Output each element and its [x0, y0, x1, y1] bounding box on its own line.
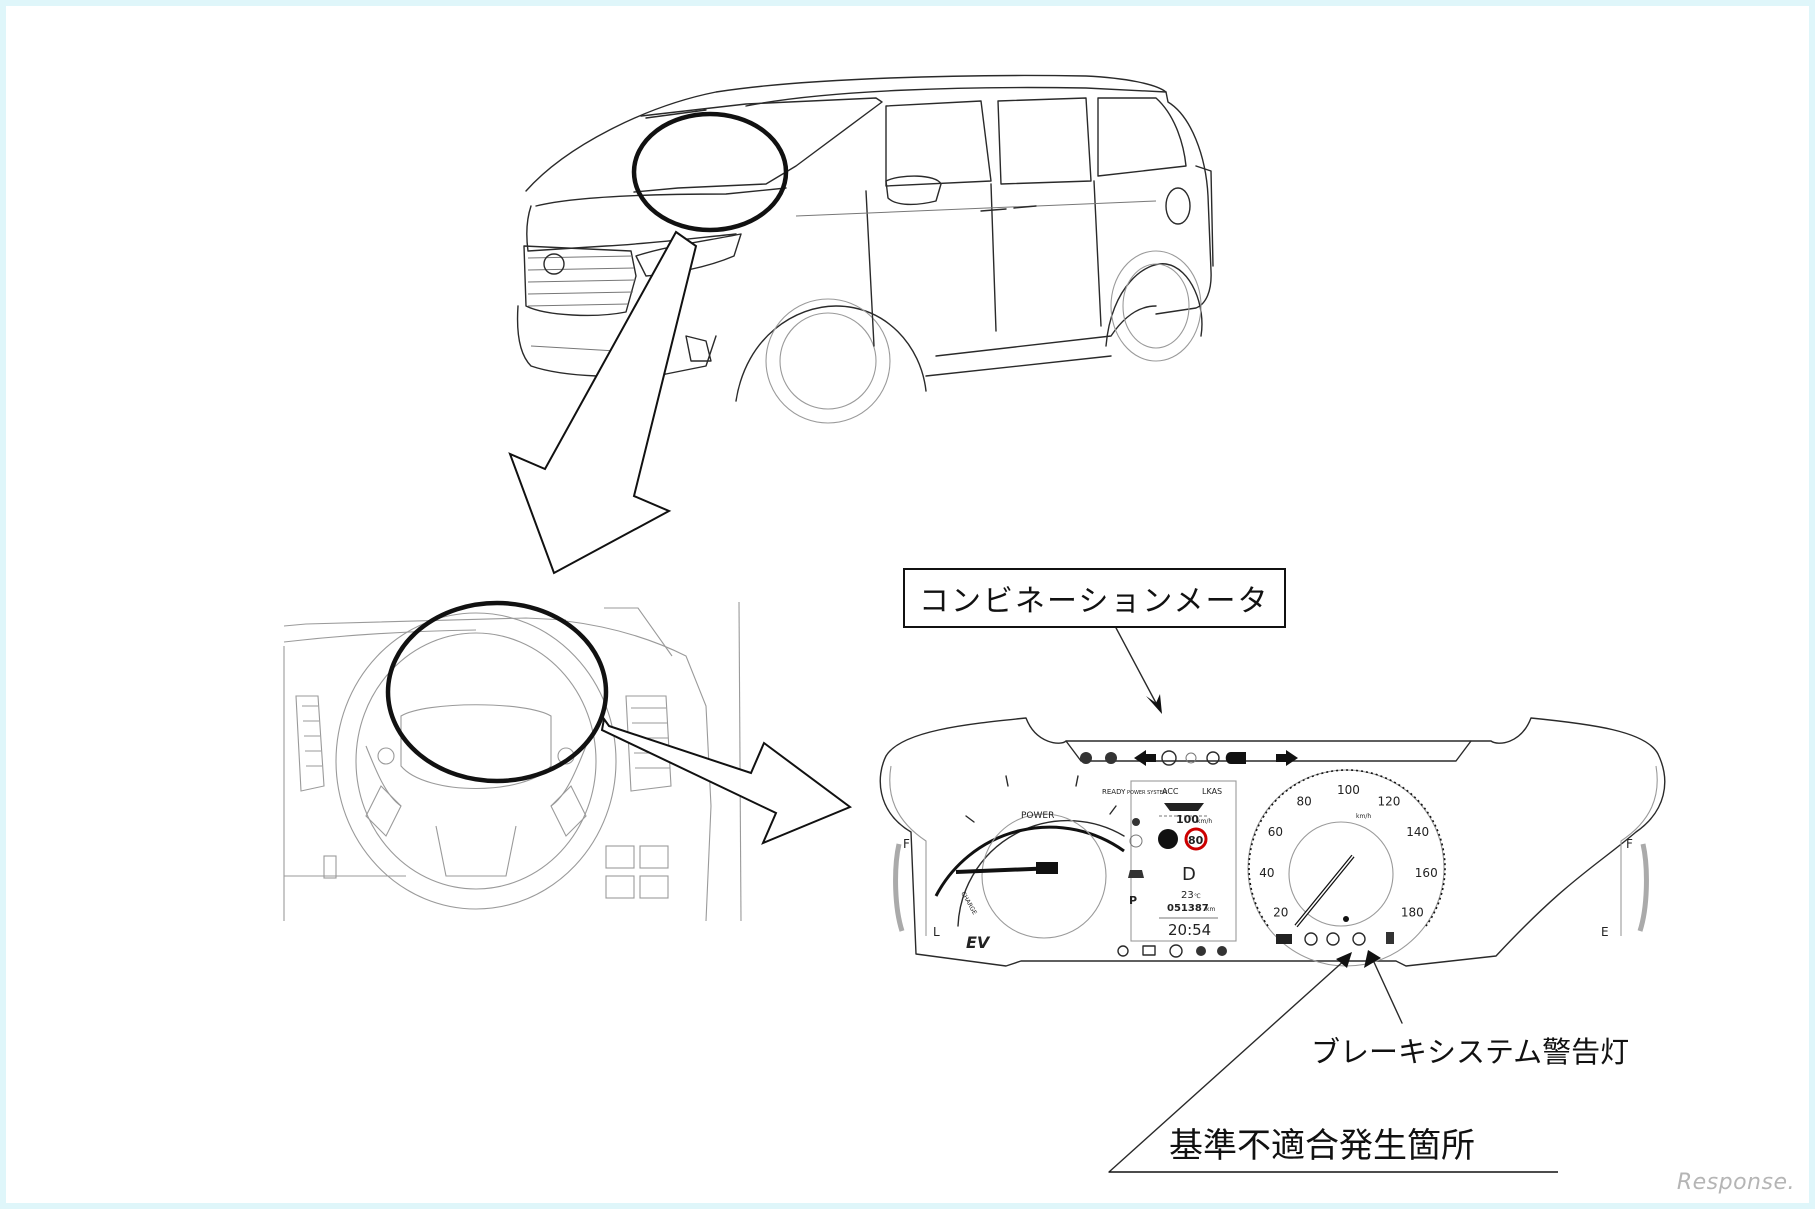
speed-tick-140: 140 — [1406, 825, 1429, 839]
gear-indicator: D — [1182, 864, 1196, 885]
speedo-unit: km/h — [1356, 813, 1371, 820]
nonconformity-location-label: 基準不適合発生箇所 — [1169, 1126, 1475, 1166]
speed-tick-120: 120 — [1378, 794, 1401, 808]
speed-tick-80: 80 — [1297, 794, 1312, 808]
speed-tick-180: 180 — [1401, 906, 1424, 920]
power-label: POWER — [1021, 811, 1054, 821]
odometer-unit: km — [1206, 906, 1215, 913]
vehicle-callout-circle — [631, 111, 789, 233]
set-speed-unit: km/h — [1197, 818, 1212, 825]
acc-indicator: ACC — [1162, 787, 1179, 796]
ev-label: EV — [966, 933, 991, 952]
speed-tick-40: 40 — [1259, 866, 1274, 880]
clock: 20:54 — [1168, 921, 1211, 939]
speed-limit-sign: 80 — [1188, 834, 1204, 847]
multi-info-display: READY POWER SYSTEM ACC LKAS 100 km/h 80 … — [1102, 780, 1237, 942]
top-indicator-icons — [1080, 750, 1298, 766]
speed-tick-100: 100 — [1337, 783, 1360, 797]
bottom-warning-lights — [1117, 916, 1394, 958]
arrow-cockpit-to-meter — [600, 716, 853, 845]
cockpit-illustration — [283, 601, 742, 922]
diagram-drawing: POWER EV CHARGE F L READY POWER SYSTEM A… — [283, 74, 1666, 1173]
combination-meter: POWER EV CHARGE F L READY POWER SYSTEM A… — [879, 717, 1666, 967]
lkas-indicator: LKAS — [1202, 787, 1222, 796]
combination-meter-label: コンビネーションメータ — [903, 568, 1286, 628]
odometer: 051387 — [1167, 903, 1209, 914]
power-gauge: POWER EV CHARGE F L — [893, 775, 1125, 952]
cockpit-callout-circle — [385, 600, 609, 784]
svg-text:P: P — [1129, 894, 1137, 907]
left-scale-bottom-label: L — [933, 925, 940, 939]
arrow-vehicle-to-cockpit — [508, 230, 698, 575]
brake-system-warning-light — [1352, 932, 1366, 946]
set-speed: 100 — [1176, 813, 1199, 826]
temp-unit: ℃ — [1194, 893, 1201, 900]
power-system-indicator: POWER SYSTEM — [1127, 790, 1167, 796]
outside-temp: 23 — [1181, 890, 1194, 901]
speed-tick-60: 60 — [1268, 825, 1283, 839]
vehicle-illustration — [516, 74, 1214, 424]
charge-label: CHARGE — [959, 891, 978, 917]
watermark: Response. — [1676, 1170, 1795, 1195]
ready-indicator: READY — [1102, 788, 1126, 796]
speed-tick-20: 20 — [1273, 906, 1288, 920]
speedometer: 20 40 60 80 100 120 140 160 180 km/h F E — [1247, 769, 1649, 967]
brake-warning-light-label: ブレーキシステム警告灯 — [1311, 1035, 1630, 1069]
diagram-canvas: POWER EV CHARGE F L READY POWER SYSTEM A… — [6, 6, 1809, 1203]
left-scale-top-label: F — [903, 837, 910, 851]
fuel-empty-label: E — [1601, 925, 1609, 939]
epb-warning-light — [1326, 932, 1340, 946]
fuel-full-label: F — [1626, 837, 1633, 851]
speed-tick-160: 160 — [1415, 866, 1438, 880]
speed-tick-labels: 20 40 60 80 100 120 140 160 180 — [1259, 783, 1438, 920]
